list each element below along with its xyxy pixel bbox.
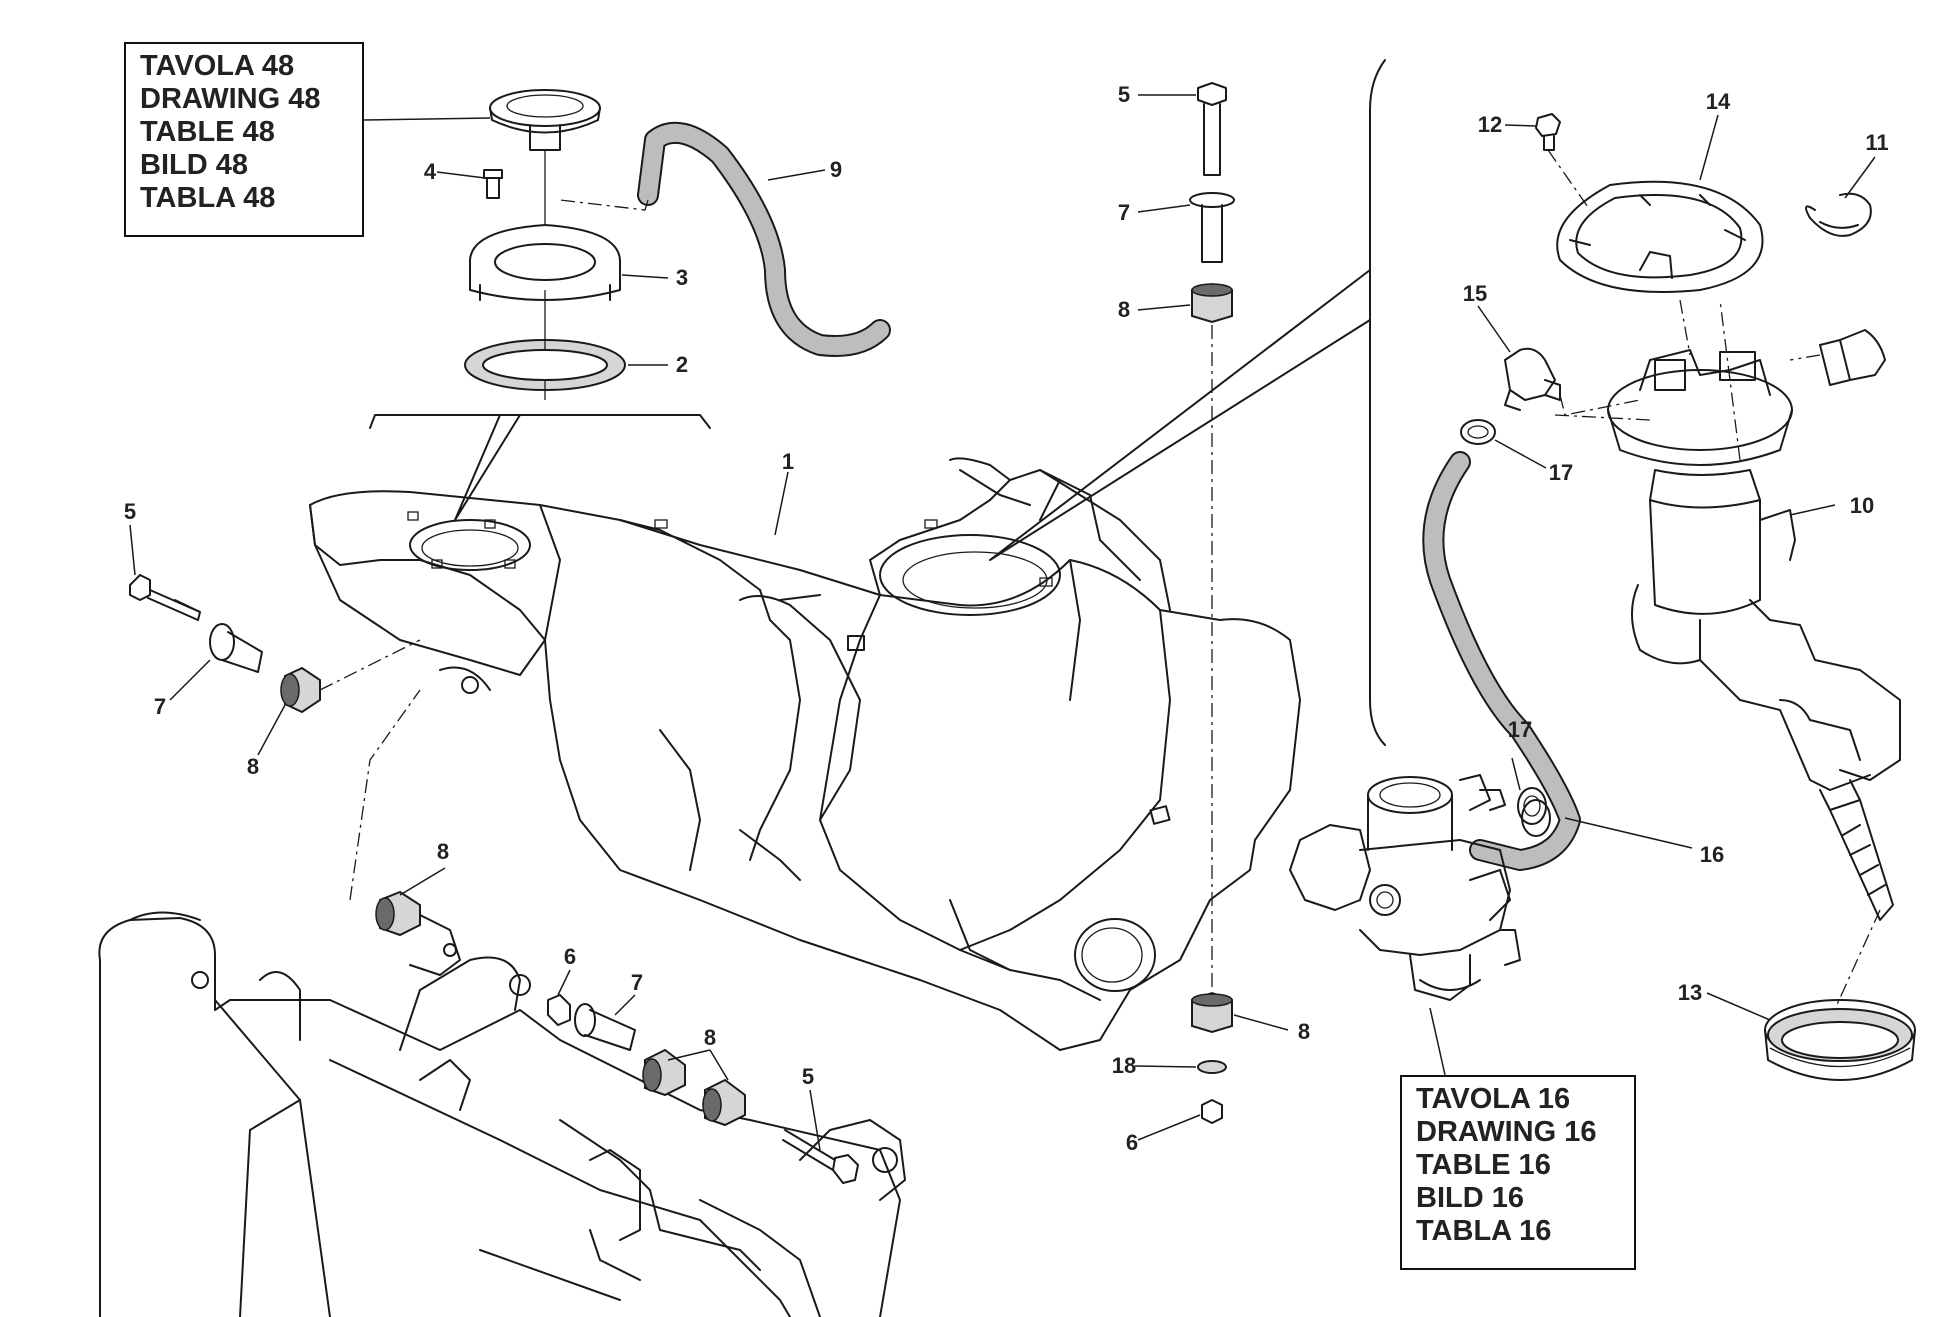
- callout-part-3: 3: [675, 265, 689, 290]
- filler-cap-assembly: [464, 89, 626, 400]
- callout-part-8: 8: [1297, 1019, 1311, 1044]
- callout-part-5: 5: [123, 499, 137, 524]
- callout-part-7: 7: [1117, 200, 1131, 225]
- callout-part-7: 7: [153, 694, 167, 719]
- callout-part-15: 15: [1462, 281, 1488, 306]
- fuel-pump-assembly: [1422, 113, 1916, 1081]
- pump-section-pointer: [989, 269, 1371, 561]
- callout-part-11: 11: [1865, 130, 1889, 155]
- frame-part: [98, 911, 906, 1317]
- callout-part-1: 1: [781, 449, 795, 474]
- callout-part-18: 18: [1111, 1053, 1137, 1078]
- bottom-mount-hardware: [547, 994, 859, 1184]
- ref-line: TABLA 16: [1416, 1215, 1552, 1247]
- callout-part-17: 17: [1548, 460, 1574, 485]
- lower-left-bushing: [349, 689, 461, 976]
- callout-part-8: 8: [246, 754, 260, 779]
- callout-part-9: 9: [829, 157, 843, 182]
- ref-line: TABLE 16: [1416, 1149, 1551, 1181]
- left-mount-hardware: [129, 574, 421, 714]
- reference-box-drawing-48: TAVOLA 48 DRAWING 48 TABLE 48 BILD 48 TA…: [124, 42, 364, 237]
- pump-section-bracket: [1369, 59, 1386, 746]
- callout-part-8: 8: [436, 839, 450, 864]
- callout-part-8: 8: [703, 1025, 717, 1050]
- callout-part-5: 5: [1117, 82, 1131, 107]
- callout-part-7: 7: [630, 970, 644, 995]
- callout-part-6: 6: [563, 944, 577, 969]
- reference-box-drawing-16: TAVOLA 16 DRAWING 16 TABLE 16 BILD 16 TA…: [1400, 1075, 1636, 1270]
- callout-part-8: 8: [1117, 297, 1131, 322]
- callout-part-17: 17: [1507, 717, 1533, 742]
- callout-part-6: 6: [1125, 1130, 1139, 1155]
- leader-lines: [129, 94, 1876, 1151]
- ref-line: DRAWING 48: [140, 83, 321, 115]
- ref-line: BILD 48: [140, 149, 248, 181]
- callout-part-14: 14: [1705, 89, 1731, 114]
- callout-part-16: 16: [1699, 842, 1725, 867]
- ref-line: TABLA 48: [140, 182, 276, 214]
- ref-line: DRAWING 16: [1416, 1116, 1597, 1148]
- ref-line: TAVOLA 48: [140, 50, 295, 82]
- callout-part-10: 10: [1849, 493, 1875, 518]
- callout-part-12: 12: [1477, 112, 1503, 137]
- detail-callout-bubble: [369, 414, 711, 521]
- callout-part-5: 5: [801, 1064, 815, 1089]
- throttle-body: [1289, 774, 1521, 1001]
- ref-line: TABLE 48: [140, 116, 275, 148]
- ref-line: TAVOLA 16: [1416, 1083, 1571, 1115]
- callout-part-4: 4: [423, 159, 437, 184]
- center-vertical-mount: [1189, 82, 1235, 1124]
- fuel-tank: [309, 457, 1301, 1051]
- vent-hose: [559, 121, 891, 357]
- callout-part-13: 13: [1677, 980, 1703, 1005]
- ref-line: BILD 16: [1416, 1182, 1524, 1214]
- callout-part-2: 2: [675, 352, 689, 377]
